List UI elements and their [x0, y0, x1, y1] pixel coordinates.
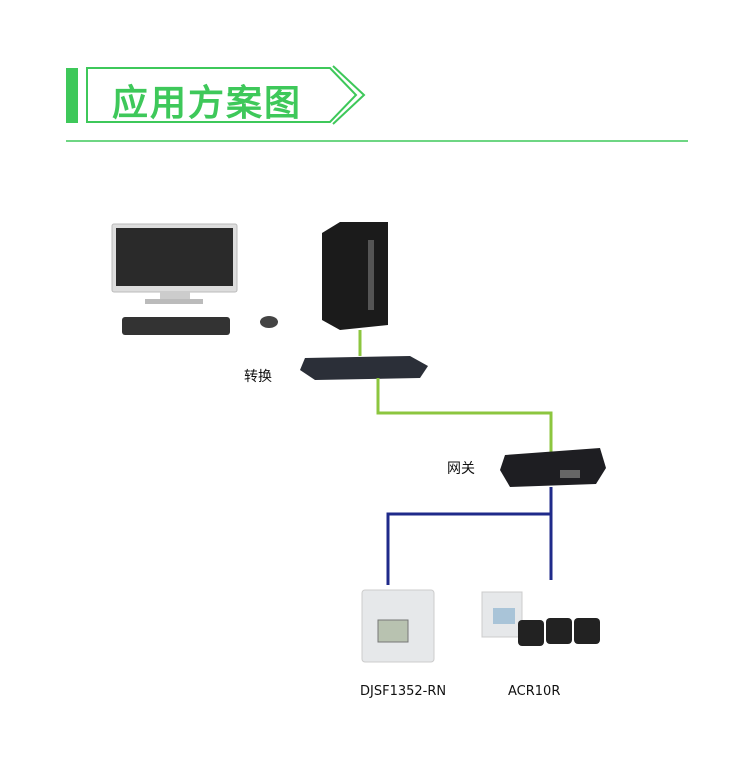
gateway-device-icon: [500, 448, 606, 487]
meter2-label: ACR10R: [508, 684, 561, 699]
rs485-link-2: [386, 512, 551, 585]
switch-device-icon: [300, 356, 428, 380]
acr10r-meter-icon: [481, 591, 600, 646]
ethernet-link: [376, 378, 553, 452]
meter1-label: DJSF1352-RN: [360, 684, 447, 699]
mouse-icon: [260, 316, 278, 328]
title-banner: [66, 65, 688, 142]
gateway-label: 网关: [447, 461, 475, 477]
switch-label: 转换: [244, 369, 272, 385]
keyboard-icon: [122, 317, 230, 335]
djsf-meter-icon: [361, 589, 435, 663]
monitor-icon: [111, 223, 238, 304]
server-tower-icon: [322, 222, 388, 330]
page-title: 应用方案图: [112, 83, 303, 124]
